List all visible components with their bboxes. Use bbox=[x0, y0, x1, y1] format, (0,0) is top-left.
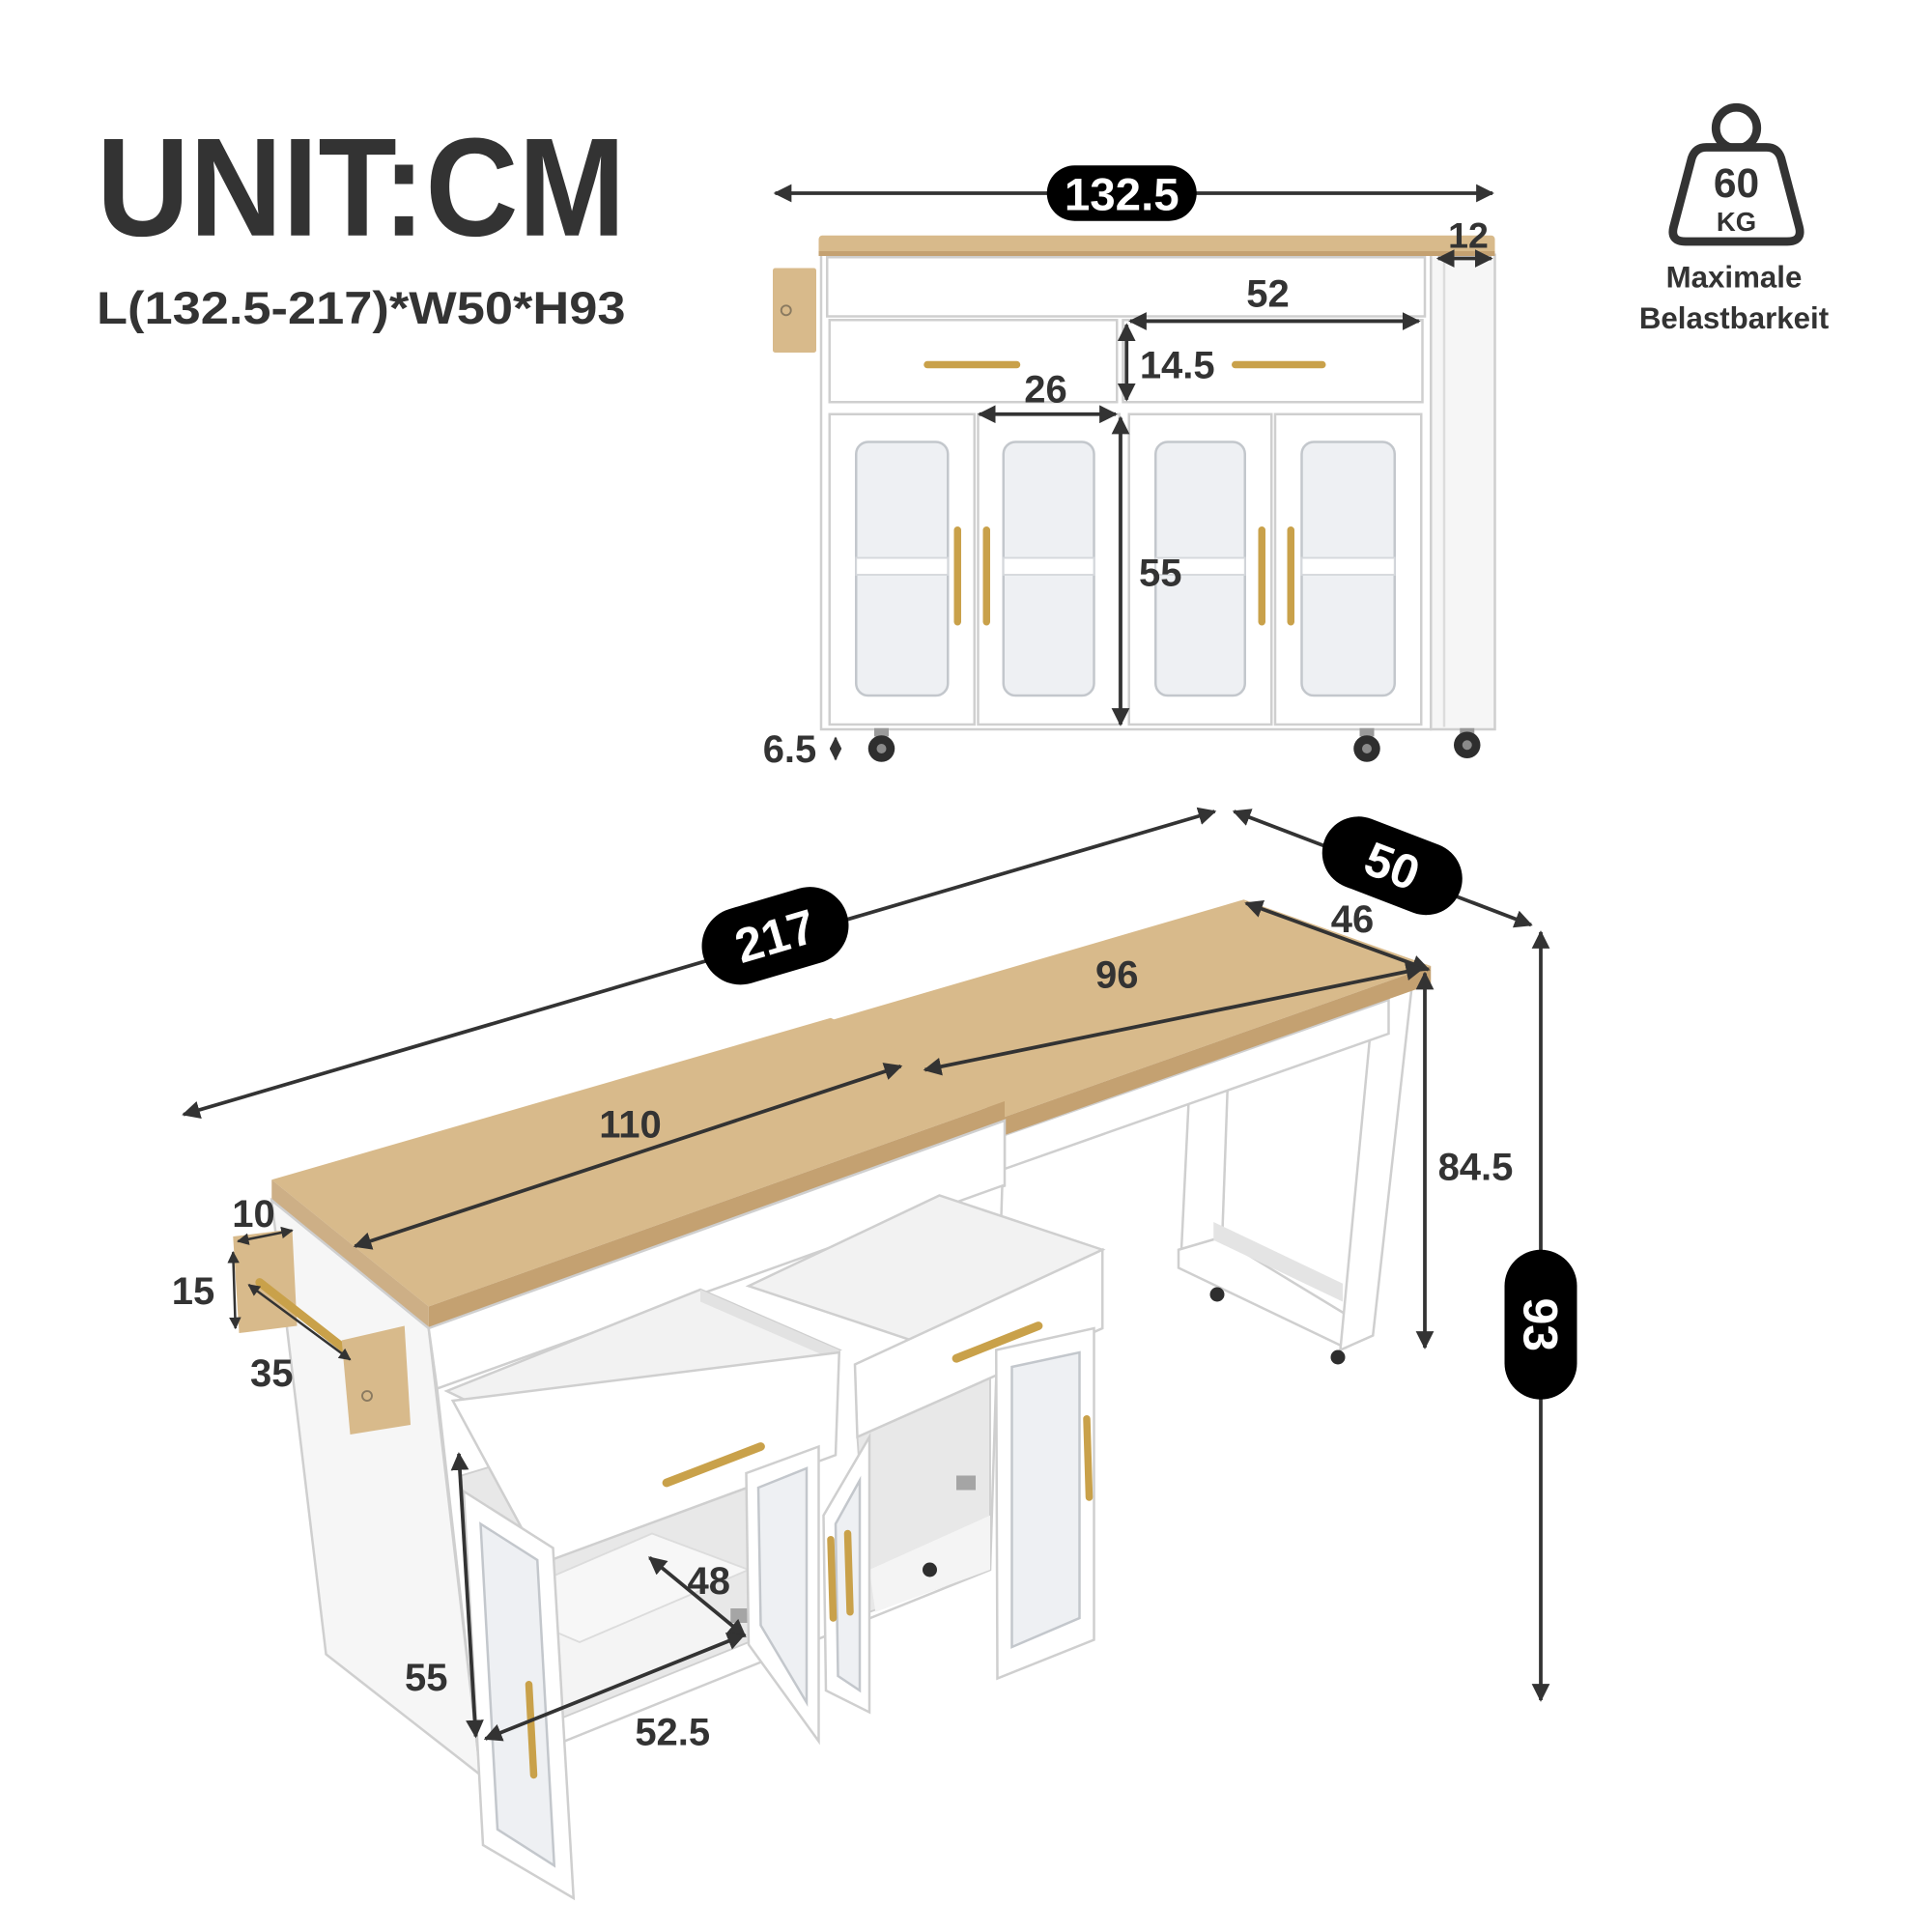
open-door bbox=[822, 1432, 871, 1715]
rack-width-value: 10 bbox=[232, 1193, 275, 1236]
screw-icon bbox=[361, 1390, 373, 1402]
door-width-value: 26 bbox=[1024, 368, 1067, 411]
towel-rack-bracket bbox=[773, 268, 816, 353]
dimension-line-rack-width bbox=[237, 1226, 294, 1245]
cabinet-door bbox=[1127, 412, 1273, 726]
side-panel-value: 12 bbox=[1448, 214, 1489, 255]
dimension-line-extension-length bbox=[923, 962, 1425, 1076]
load-label-line1: Maximale bbox=[1666, 261, 1803, 295]
cabinet-door bbox=[977, 412, 1121, 726]
interior-width-value: 52.5 bbox=[635, 1711, 710, 1753]
caster-height-value: 6.5 bbox=[763, 728, 817, 771]
dimension-line-interior-depth bbox=[648, 1556, 747, 1638]
drawer-handle bbox=[1232, 360, 1326, 369]
interior-height-value: 55 bbox=[405, 1657, 448, 1699]
towel-rack-bracket bbox=[233, 1229, 298, 1333]
length-badge: 217 bbox=[701, 887, 849, 985]
cabinet-door bbox=[1273, 412, 1423, 726]
caster-wheel bbox=[1454, 727, 1481, 758]
interior-depth-value: 48 bbox=[688, 1560, 731, 1603]
dimension-line-main-top bbox=[353, 1063, 903, 1250]
drawer-handle bbox=[923, 360, 1021, 369]
caster-wheel bbox=[923, 1562, 937, 1577]
cabinet-door bbox=[828, 412, 976, 726]
screw-icon bbox=[780, 304, 792, 317]
width-badge bbox=[1046, 165, 1197, 221]
hinge-icon bbox=[730, 1608, 748, 1623]
drawer-handle bbox=[952, 1321, 1043, 1363]
kettlebell-weight-icon: 60 KG bbox=[1668, 102, 1804, 246]
cabinet-height-value: 55 bbox=[1139, 552, 1182, 594]
open-door bbox=[745, 1444, 820, 1746]
caster-wheel bbox=[1209, 1287, 1225, 1302]
door-handle bbox=[953, 526, 961, 626]
header: UNIT:CM L(132.5-217)*W50*H93 bbox=[97, 109, 626, 334]
open-door bbox=[994, 1326, 1095, 1681]
caster-wheel bbox=[1353, 727, 1380, 762]
open-drawer-left bbox=[443, 1288, 842, 1566]
door-handle bbox=[1287, 526, 1294, 626]
door-handle bbox=[827, 1536, 838, 1622]
countertop bbox=[818, 235, 1495, 256]
height-badge: 93 bbox=[1504, 1249, 1577, 1400]
dimension-line-interior-width bbox=[483, 1633, 746, 1742]
dimension-line-interior-height bbox=[450, 1452, 484, 1739]
top-apron bbox=[826, 256, 1427, 318]
drawer-width-value: 52 bbox=[1246, 273, 1290, 316]
extension-depth-value: 46 bbox=[1331, 898, 1374, 941]
load-value: 60 bbox=[1714, 161, 1759, 207]
extension-length-value: 96 bbox=[1095, 954, 1139, 997]
extended-view: 217 50 93 84.5 46 96 110 10 15 35 48 55 bbox=[172, 807, 1577, 1901]
unit-title: UNIT:CM bbox=[97, 109, 626, 266]
front-view: 132.5 12 52 14.5 26 55 6.5 bbox=[763, 165, 1496, 771]
overall-dimensions: L(132.5-217)*W50*H93 bbox=[97, 283, 626, 334]
main-top-value: 110 bbox=[599, 1104, 662, 1147]
side-panel bbox=[1430, 253, 1496, 731]
height-value: 93 bbox=[1514, 1297, 1568, 1351]
caster-wheel bbox=[1330, 1350, 1346, 1365]
extension-height-value: 84.5 bbox=[1438, 1146, 1514, 1188]
drawer-height-value: 14.5 bbox=[1140, 344, 1215, 386]
door-handle bbox=[843, 1529, 854, 1616]
drawer-handle bbox=[662, 1442, 765, 1488]
door-handle bbox=[982, 526, 990, 626]
dimension-line-rack-height bbox=[227, 1251, 242, 1330]
load-label-line2: Belastbarkeit bbox=[1639, 301, 1830, 335]
width-value: 132.5 bbox=[1065, 170, 1179, 221]
load-unit: KG bbox=[1717, 207, 1756, 237]
door-handle bbox=[525, 1681, 538, 1779]
hinge-icon bbox=[956, 1475, 976, 1491]
dimension-line-extension-depth bbox=[1244, 899, 1431, 973]
depth-badge: 50 bbox=[1321, 816, 1463, 916]
rack-height-value: 15 bbox=[172, 1270, 215, 1313]
towel-rack-bracket bbox=[341, 1325, 411, 1435]
door-handle bbox=[1083, 1415, 1094, 1501]
dimension-line-rack-length bbox=[247, 1283, 352, 1361]
open-drawer-right bbox=[745, 1194, 1106, 1439]
caster-wheel bbox=[867, 727, 895, 762]
door-handle bbox=[1258, 526, 1265, 626]
rack-length-value: 35 bbox=[250, 1352, 294, 1395]
load-capacity: 60 KG Maximale Belastbarkeit bbox=[1639, 102, 1830, 335]
